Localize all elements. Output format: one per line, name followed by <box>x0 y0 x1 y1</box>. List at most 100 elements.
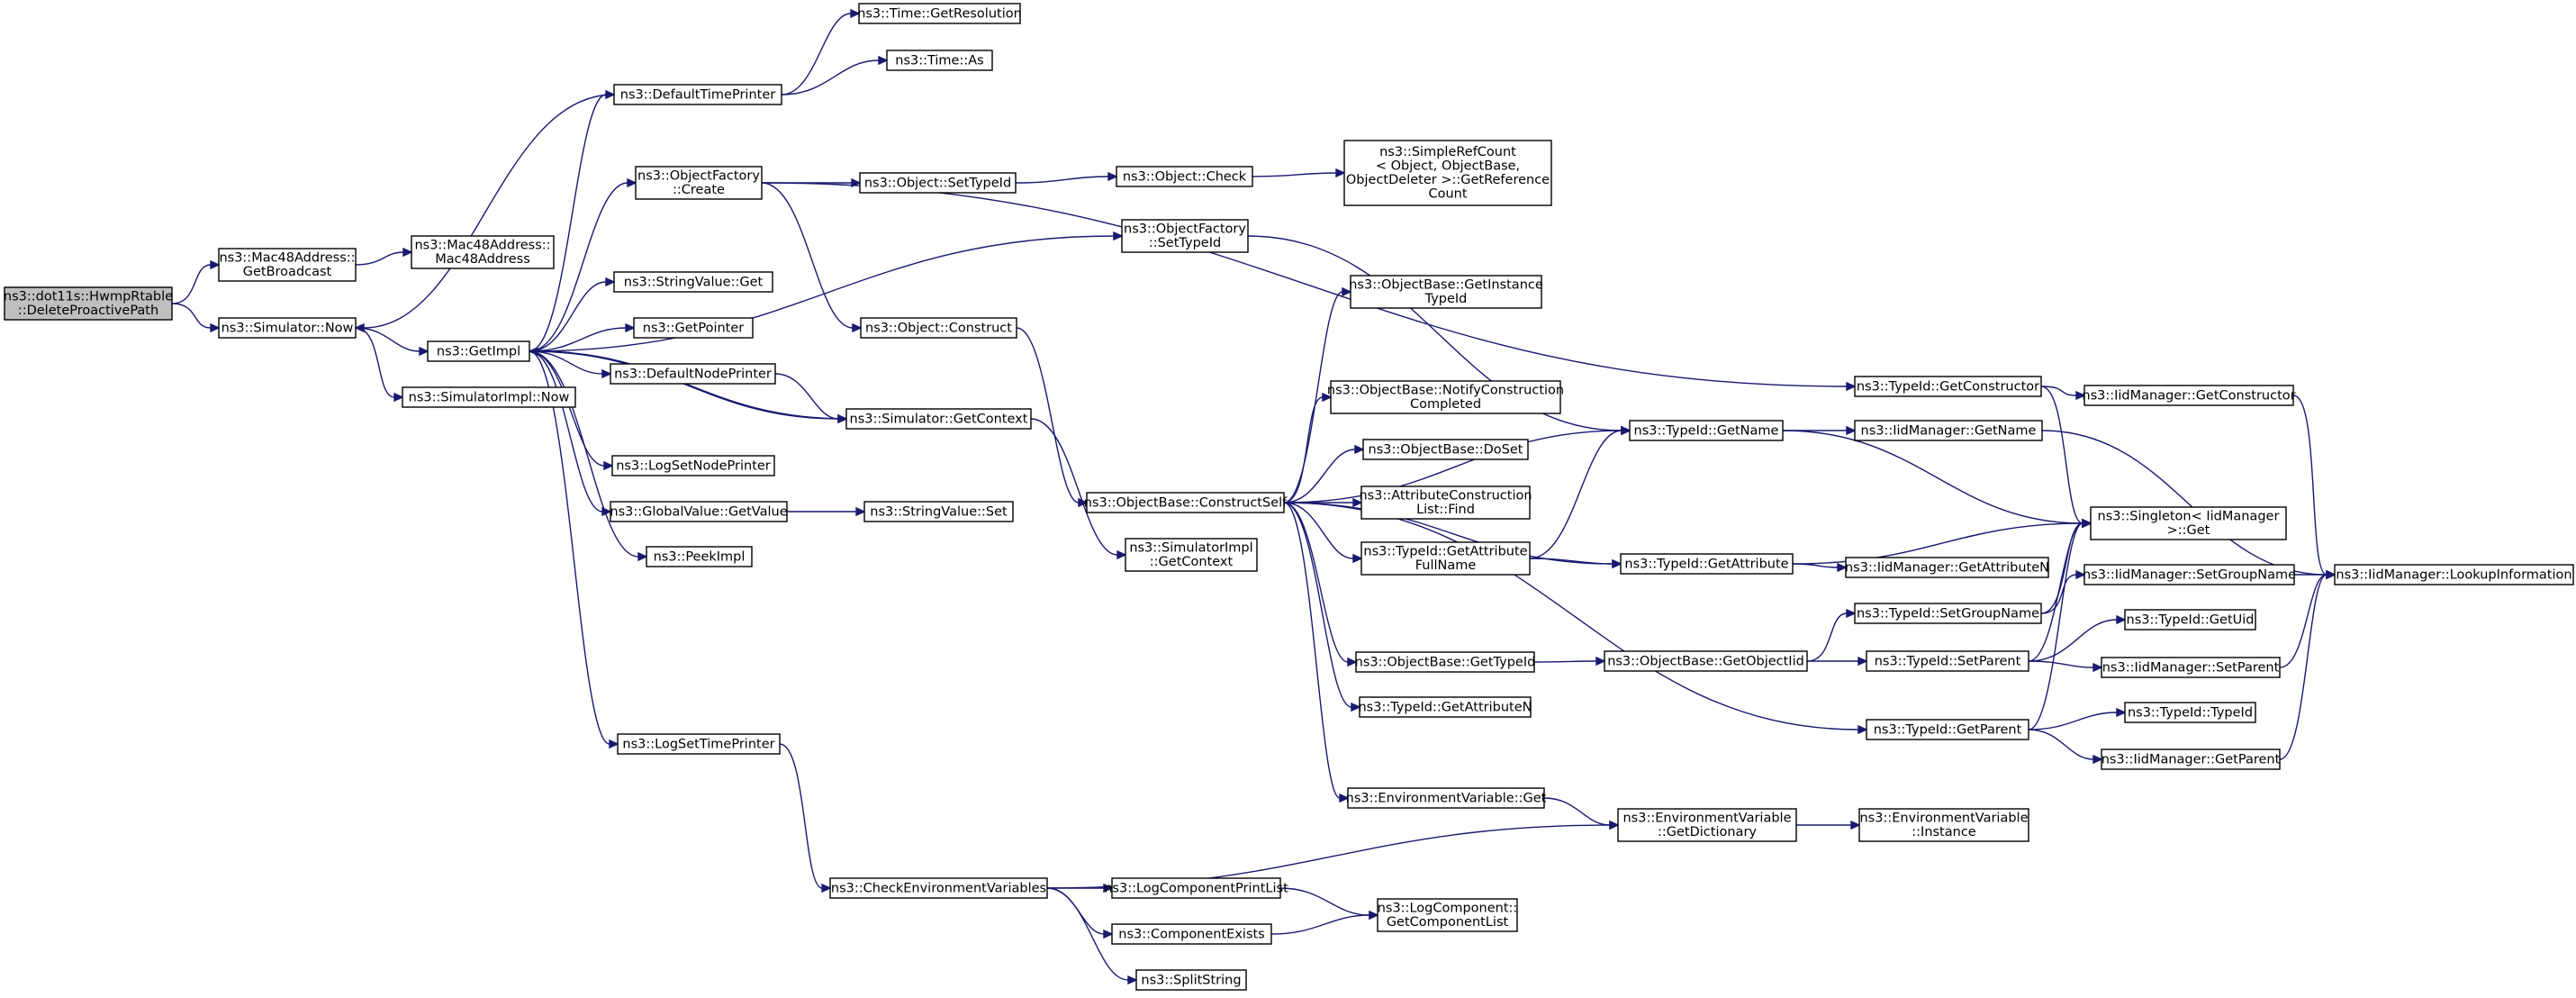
node-iid_setparent[interactable]: ns3::IidManager::SetParent <box>2101 657 2281 678</box>
node-tid_getname[interactable]: ns3::TypeId::GetName <box>1629 420 1784 441</box>
node-obj_construct[interactable]: ns3::Object::Construct <box>860 317 1017 339</box>
node-tid_getctor[interactable]: ns3::TypeId::GetConstructor <box>1854 376 2042 397</box>
node-label: ns3::ObjectFactory <box>1124 222 1246 237</box>
node-iid_setgroup[interactable]: ns3::IidManager::SetGroupName <box>2083 564 2296 585</box>
node-ob_doset[interactable]: ns3::ObjectBase::DoSet <box>1362 439 1529 460</box>
node-box <box>2334 564 2574 585</box>
node-label: ns3::ObjectBase::GetTypeId <box>1355 655 1536 669</box>
node-ob_construct[interactable]: ns3::ObjectBase::ConstructSelf <box>1084 492 1288 513</box>
arrowhead-icon <box>2116 614 2127 625</box>
node-tid_getattrn[interactable]: ns3::TypeId::GetAttributeN <box>1358 696 1532 718</box>
node-root[interactable]: ns3::dot11s::HwmpRtable::DeletePr​oactiv… <box>4 286 173 321</box>
node-box <box>886 50 993 71</box>
node-singleton[interactable]: ns3::Singleton< IidManager>::Get <box>2090 506 2287 540</box>
node-label: ns3::GetPointer <box>643 321 745 335</box>
node-obj_check[interactable]: ns3::Object::Check <box>1116 166 1253 187</box>
node-label: < Object, ObjectBase, <box>1376 159 1520 174</box>
node-strval_get[interactable]: ns3::StringValue::Get <box>613 271 773 293</box>
arrowhead-icon <box>210 322 221 333</box>
node-tid_getuid[interactable]: ns3::TypeId::GetUid <box>2124 609 2256 631</box>
edge-env_get-to-env_getdict <box>1543 797 1620 830</box>
arrowhead-icon <box>851 177 862 188</box>
node-tid_setgroup[interactable]: ns3::TypeId::SetGroupName <box>1854 603 2042 624</box>
node-tid_setparent[interactable]: ns3::TypeId::SetParent <box>1866 650 2029 672</box>
edge-line <box>529 350 605 467</box>
node-objf_create[interactable]: ns3::ObjectFactory::Create <box>635 166 763 200</box>
node-label: ns3::SimulatorImpl <box>1129 541 1252 556</box>
node-simimpl_getctx[interactable]: ns3::SimulatorImpl::GetContext <box>1125 538 1258 572</box>
edge-getimpl-to-objf_create <box>529 177 637 352</box>
arrowhead-icon <box>1351 702 1361 712</box>
node-label: ns3::EnvironmentVariable <box>1622 812 1791 826</box>
edge-line <box>2028 660 2094 668</box>
node-defnode[interactable]: ns3::DefaultNodePrinter <box>610 363 776 385</box>
edge-line <box>1283 430 1622 504</box>
edge-logcomp_print-to-logcomp_getlist <box>1279 887 1379 921</box>
node-label: ns3::Object::SetTypeId <box>864 176 1011 190</box>
node-env_getdict[interactable]: ns3::EnvironmentVariable::GetDictionary <box>1617 808 1797 842</box>
edge-line <box>1283 502 1352 708</box>
node-time_res[interactable]: ns3::Time::GetResolution <box>857 3 1022 24</box>
node-label: ns3::Simulator::Now <box>221 321 354 335</box>
node-ob_getobjtid[interactable]: ns3::ObjectBase::GetObjectIid <box>1604 650 1808 672</box>
node-gv_getvalue[interactable]: ns3::GlobalValue::GetValue <box>610 501 788 522</box>
node-label: ::GetContext <box>1150 555 1234 569</box>
node-box <box>859 172 1017 194</box>
node-tid_getparent[interactable]: ns3::TypeId::GetParent <box>1866 719 2029 740</box>
node-logtime[interactable]: ns3::LogSetTimePrinter <box>617 733 781 755</box>
edge-getimpl-to-sim_getctx <box>529 350 848 424</box>
node-comp_exists[interactable]: ns3::ComponentExists <box>1111 923 1272 945</box>
node-sim_getctx[interactable]: ns3::Simulator::GetContext <box>845 408 1032 430</box>
node-iid_getparent[interactable]: ns3::IidManager::GetParent <box>2101 748 2281 770</box>
node-box <box>1866 650 2029 672</box>
node-tid_getattr[interactable]: ns3::TypeId::GetAttribute <box>1620 553 1794 575</box>
arrowhead-icon <box>2326 569 2336 580</box>
edge-getimpl-to-getpointer <box>529 322 636 352</box>
edge-line <box>1252 172 1337 177</box>
node-label: ns3::ObjectBase::ConstructSelf <box>1084 495 1288 510</box>
node-env_instance[interactable]: ns3::EnvironmentVariable::Instance <box>1858 808 2029 842</box>
node-deftime[interactable]: ns3::DefaultTimePrinter <box>613 84 782 105</box>
node-time_as[interactable]: ns3::Time::As <box>886 50 993 71</box>
edge-line <box>1529 430 1622 559</box>
node-simimpl_now[interactable]: ns3::SimulatorImpl::Now <box>402 386 576 408</box>
node-label: ns3::DefaultTimePrinter <box>620 87 775 102</box>
node-label: ObjectDeleter >::GetReference <box>1346 173 1550 187</box>
edge-line <box>529 182 628 352</box>
node-peekimpl[interactable]: ns3::PeekImpl <box>646 546 753 567</box>
node-getpointer[interactable]: ns3::GetPointer <box>633 317 754 339</box>
node-ob_gettid[interactable]: ns3::ObjectBase::GetTypeId <box>1355 651 1536 673</box>
node-lognode[interactable]: ns3::LogSetNodePrinter <box>611 455 775 476</box>
node-label: ns3::EnvironmentVariable <box>1859 812 2028 826</box>
node-strval_set[interactable]: ns3::StringValue::Set <box>863 501 1014 522</box>
node-getimpl[interactable]: ns3::GetImpl <box>427 340 530 362</box>
edge-tid_setparent-to-iid_setparent <box>2028 660 2103 673</box>
node-iid_getctor[interactable]: ns3::IidManager::GetConstructor <box>2082 385 2296 406</box>
node-splitstring[interactable]: ns3::SplitString <box>1135 969 1247 991</box>
edge-obj_check-to-srefcount <box>1252 168 1346 178</box>
edge-iid_getparent-to-iid_lookup <box>2279 569 2336 760</box>
node-box <box>2101 748 2281 770</box>
node-label: ns3::TypeId::SetGroupName <box>1857 606 2039 621</box>
node-srefcount[interactable]: ns3::SimpleRefCount< Object, ObjectBase,… <box>1343 140 1552 206</box>
node-iid_getname[interactable]: ns3::IidManager::GetName <box>1854 420 2043 441</box>
node-box <box>610 363 776 385</box>
node-mac_ctor[interactable]: ns3::Mac48Address::Mac48Address <box>411 235 555 269</box>
node-ob_notify[interactable]: ns3::ObjectBase::NotifyConstructionCompl… <box>1327 380 1564 414</box>
node-logcomp_getlist[interactable]: ns3::LogComponent::GetComponentList <box>1377 898 1518 932</box>
node-tid_typeid[interactable]: ns3::TypeId::TypeId <box>2124 702 2256 723</box>
node-iid_lookup[interactable]: ns3::IidManager::LookupInformation <box>2334 564 2574 585</box>
node-objf_settid[interactable]: ns3::ObjectFactory::SetTypeId <box>1121 219 1249 253</box>
node-iid_getattrn[interactable]: ns3::IidManager::GetAttributeN <box>1845 557 2049 578</box>
node-logcomp_print[interactable]: ns3::LogComponentPrintList <box>1104 877 1288 899</box>
node-env_get[interactable]: ns3::EnvironmentVariable::Get <box>1346 787 1547 809</box>
node-obj_settid[interactable]: ns3::Object::SetTypeId <box>859 172 1017 194</box>
node-checkenv[interactable]: ns3::CheckEnvironmentVariables <box>829 877 1048 899</box>
node-label: ns3::TypeId::GetAttribute <box>1363 545 1527 559</box>
node-mac_bcast[interactable]: ns3::Mac48Address::GetBroadcast <box>218 248 357 282</box>
node-sim_now[interactable]: ns3::Simulator::Now <box>218 317 357 339</box>
arrowhead-icon <box>637 551 648 562</box>
